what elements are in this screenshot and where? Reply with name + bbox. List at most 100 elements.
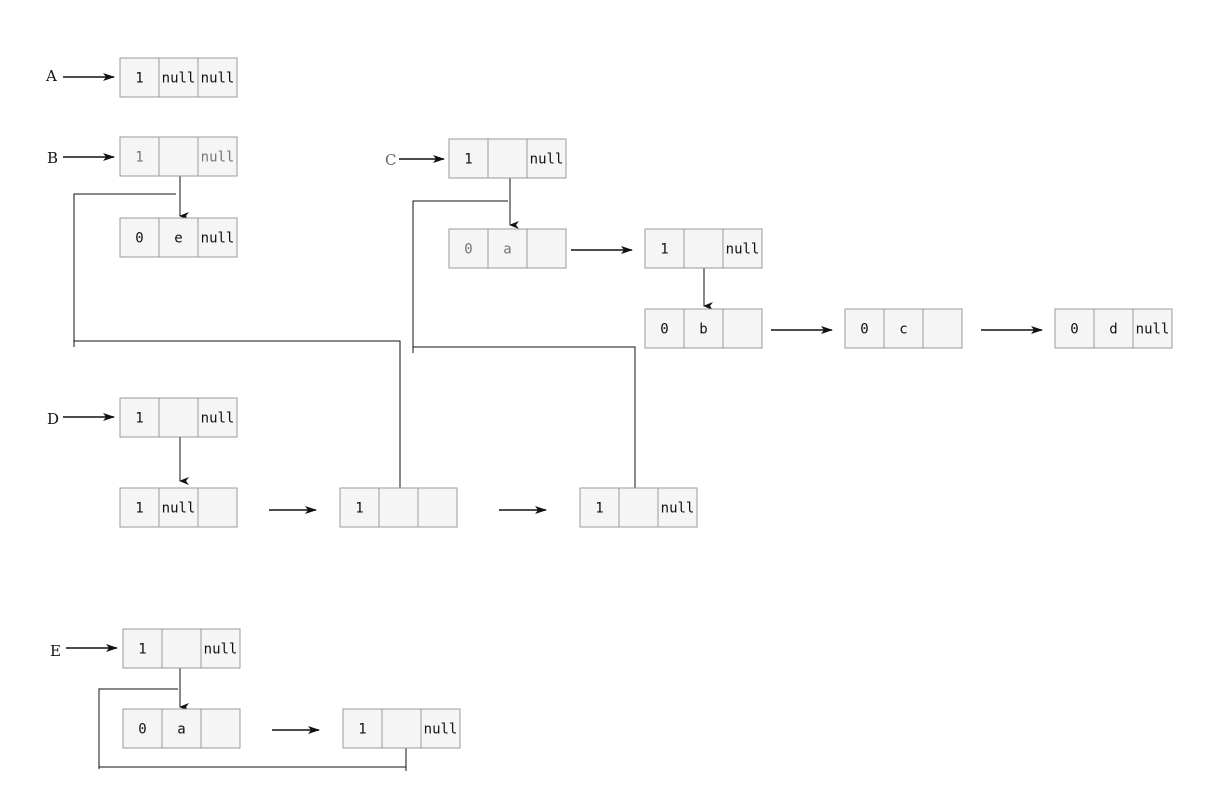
list-node-c3: 1 null [644,228,763,269]
node-cell-text: a [177,722,185,738]
node-value-cell [618,487,659,528]
node-cell-text: 1 [358,722,366,738]
list-node-e1: 1 null [122,628,241,669]
pointer-label-b: B [47,149,58,167]
node-next-cell [1132,308,1173,349]
pointer-label-d: D [47,410,59,428]
node-cell-text: 1 [135,150,143,166]
node-cell-text: null [201,411,235,427]
list-node-a1: 1 null null [119,57,238,98]
node-next-cell [197,136,238,177]
node-next-cell [722,228,763,269]
node-cell-text: 0 [138,722,146,738]
list-node-d1: 1 null [119,397,238,438]
node-cell-text: 0 [464,242,472,258]
node-value-cell [378,487,419,528]
node-value-cell [381,708,422,749]
node-next-cell [200,628,241,669]
node-value-cell [161,628,202,669]
node-tag-cell [579,487,620,528]
node-next-cell [197,217,238,258]
node-tag-cell [119,57,160,98]
node-cell-text: null [726,242,760,258]
node-next-cell [526,228,567,269]
node-tag-cell [119,487,160,528]
node-cell-text: null [162,71,196,87]
node-value-cell [158,397,199,438]
node-cell-text: null [201,231,235,247]
node-tag-cell [644,308,685,349]
node-cell-text: a [503,242,511,258]
node-cell-text: b [699,322,707,338]
node-cell-text: null [201,150,235,166]
node-cell-text: 1 [135,411,143,427]
node-next-cell [922,308,963,349]
list-node-c6: 0 d null [1054,308,1173,349]
list-node-e3: 1 null [342,708,461,749]
node-next-cell [197,487,238,528]
node-tag-cell [448,138,489,179]
list-node-b1: 1 null [119,136,238,177]
node-cell-text: 1 [135,501,143,517]
list-node-c1: 1 null [448,138,567,179]
node-cell-text: 0 [860,322,868,338]
node-value-cell [683,308,724,349]
node-value-cell [487,138,528,179]
node-cell-text: e [174,231,182,247]
node-cell-text: d [1109,322,1117,338]
node-value-cell [683,228,724,269]
node-tag-cell [119,217,160,258]
node-cell-text: null [424,722,458,738]
node-cell-text: 1 [595,501,603,517]
node-tag-cell [844,308,885,349]
list-node-b2: 0 e null [119,217,238,258]
node-value-cell [161,708,202,749]
node-cell-text: c [899,322,907,338]
node-cell-text: 1 [355,501,363,517]
node-cell-text: 0 [1070,322,1078,338]
pointer-label-a: A [45,67,57,85]
node-cell-text: 1 [138,642,146,658]
node-next-cell [657,487,698,528]
node-cell-text: null [162,501,196,517]
node-next-cell [197,57,238,98]
node-cell-text: null [204,642,238,658]
pointer-label-c: C [385,151,396,169]
node-value-cell [158,136,199,177]
node-cell-text: null [1136,322,1170,338]
node-next-cell [526,138,567,179]
node-value-cell [487,228,528,269]
node-cell-text: null [201,71,235,87]
node-value-cell [158,217,199,258]
node-value-cell [158,487,199,528]
node-tag-cell [448,228,489,269]
node-cell-text: null [661,501,695,517]
node-cell-text: 0 [135,231,143,247]
list-node-d3: 1 [339,487,458,528]
pointer-label-e: E [50,642,61,660]
node-next-cell [200,708,241,749]
node-next-cell [417,487,458,528]
node-tag-cell [119,397,160,438]
node-value-cell [883,308,924,349]
node-value-cell [158,57,199,98]
node-cell-text: 1 [464,152,472,168]
node-tag-cell [644,228,685,269]
node-next-cell [420,708,461,749]
node-next-cell [197,397,238,438]
node-tag-cell [119,136,160,177]
node-cell-text: null [530,152,564,168]
list-node-d4: 1 null [579,487,698,528]
node-tag-cell [339,487,380,528]
node-cell-text: 1 [135,71,143,87]
node-next-cell [722,308,763,349]
node-cell-text: 1 [660,242,668,258]
node-cell-text: 0 [660,322,668,338]
list-node-d2: 1 null [119,487,238,528]
